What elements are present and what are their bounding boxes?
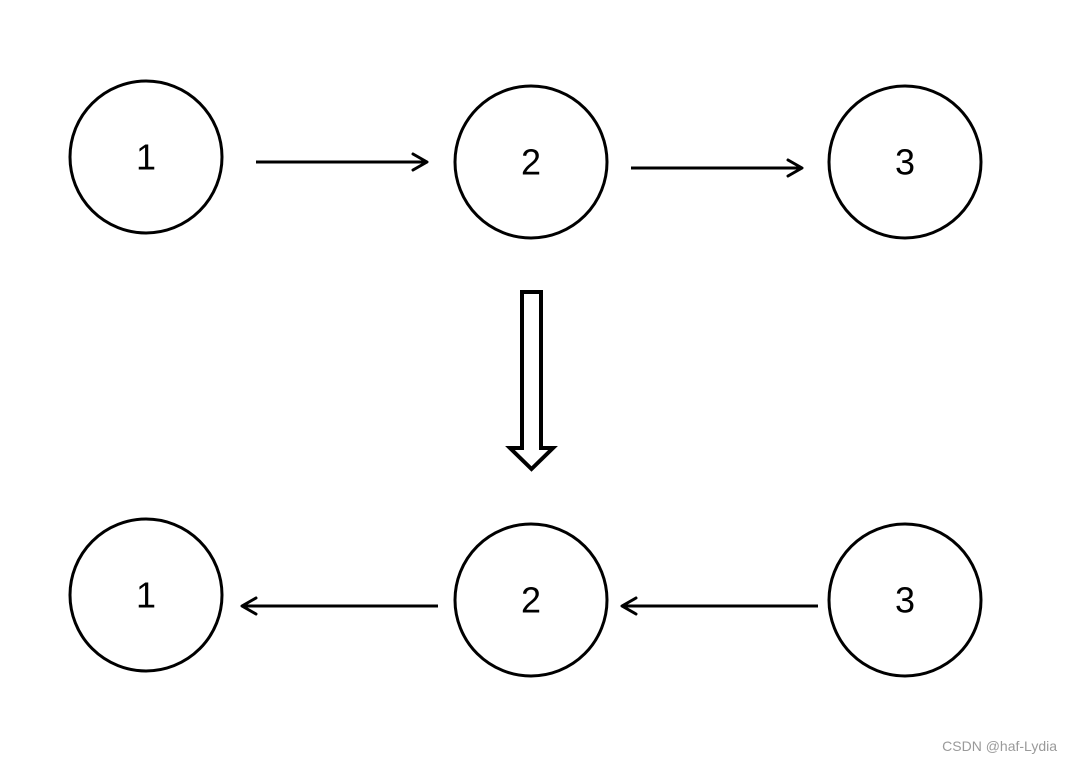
node-circle — [453, 522, 609, 678]
arrowhead-icon — [411, 152, 429, 172]
top-row-edge-n1-to-n2 — [256, 152, 429, 172]
node-label: 2 — [521, 142, 541, 183]
arrowhead-icon — [786, 158, 804, 178]
top-row: 1 2 3 — [68, 79, 983, 240]
top-row-edge-n2-to-n3 — [631, 158, 804, 178]
node-circle — [68, 517, 224, 673]
down-block-arrow — [505, 290, 558, 472]
node-label: 2 — [521, 580, 541, 621]
arrowhead-icon — [240, 596, 258, 616]
bottom-row-node-1: 1 — [68, 517, 224, 673]
node-circle — [68, 79, 224, 235]
top-row-node-1: 1 — [68, 79, 224, 235]
watermark: CSDN @haf-Lydia — [942, 738, 1057, 754]
bottom-row: 1 2 3 — [68, 517, 983, 678]
bottom-row-node-2: 2 — [453, 522, 609, 678]
arrowhead-icon — [620, 596, 638, 616]
node-circle — [827, 522, 983, 678]
node-circle — [453, 84, 609, 240]
bottom-row-edge-n3-to-n2 — [620, 596, 818, 616]
bottom-row-edge-n2-to-n1 — [240, 596, 438, 616]
transition-arrow-group — [505, 290, 558, 472]
node-label: 1 — [136, 575, 156, 616]
top-row-node-2: 2 — [453, 84, 609, 240]
node-circle — [827, 84, 983, 240]
node-label: 1 — [136, 137, 156, 178]
node-label: 3 — [895, 580, 915, 621]
bottom-row-node-3: 3 — [827, 522, 983, 678]
top-row-node-3: 3 — [827, 84, 983, 240]
node-label: 3 — [895, 142, 915, 183]
